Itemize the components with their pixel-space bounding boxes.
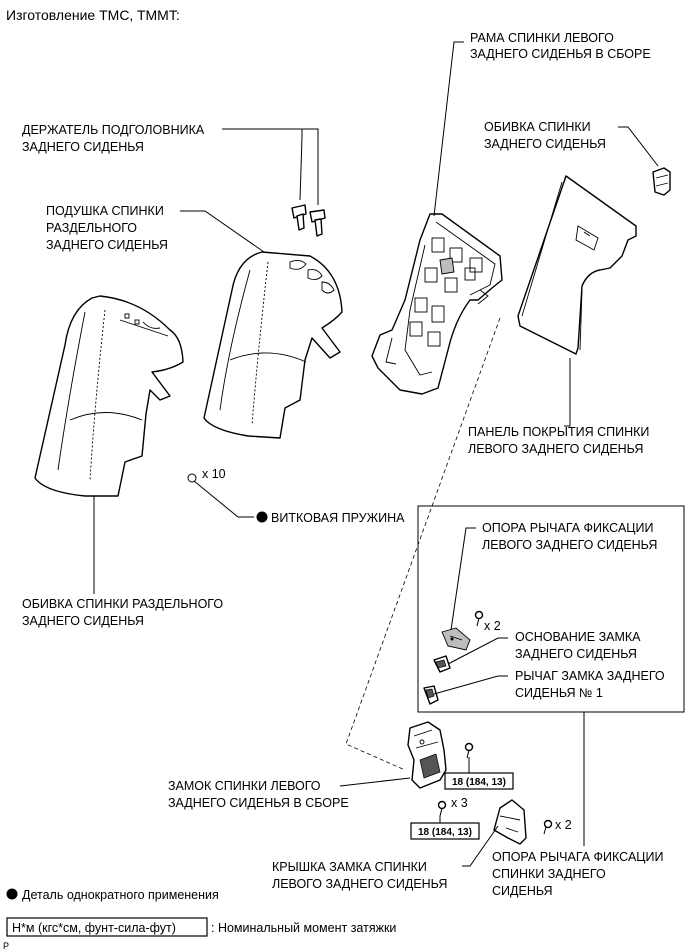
- legend: Деталь однократного применения Н*м (кгс*…: [6, 888, 396, 937]
- lock-lever-support-part: [441, 627, 471, 651]
- one-time-use-icon: [256, 511, 268, 523]
- svg-text:РЫЧАГ ЗАМКА ЗАДНЕГО: РЫЧАГ ЗАМКА ЗАДНЕГО: [515, 669, 665, 683]
- lock-bolt-upper-icon: [464, 742, 474, 759]
- seatback-cover-clip-part: [652, 167, 671, 196]
- label-spring: ВИТКОВАЯ ПРУЖИНА: [271, 511, 405, 525]
- label-spring-qty: x 10: [202, 467, 226, 481]
- svg-text:ОПОРА РЫЧАГА ФИКСАЦИИ: ОПОРА РЫЧАГА ФИКСАЦИИ: [482, 521, 654, 535]
- label-split-cover: ОБИВКА СПИНКИ РАЗДЕЛЬНОГО ЗАДНЕГО СИДЕНЬ…: [22, 597, 223, 628]
- svg-text:ОБИВКА СПИНКИ РАЗДЕЛЬНОГО: ОБИВКА СПИНКИ РАЗДЕЛЬНОГО: [22, 597, 223, 611]
- svg-text:СИДЕНЬЯ: СИДЕНЬЯ: [492, 884, 553, 898]
- label-lock-cover: КРЫШКА ЗАМКА СПИНКИ ЛЕВОГО ЗАДНЕГО СИДЕН…: [272, 860, 447, 891]
- label-frame: РАМА СПИНКИ ЛЕВОГО ЗАДНЕГО СИДЕНЬЯ В СБО…: [470, 31, 651, 61]
- corner-mark: P: [3, 941, 9, 951]
- svg-text:ЛЕВОГО ЗАДНЕГО СИДЕНЬЯ: ЛЕВОГО ЗАДНЕГО СИДЕНЬЯ: [482, 538, 657, 552]
- legend-torque-box: [6, 917, 208, 937]
- svg-text:РАЗДЕЛЬНОГО: РАЗДЕЛЬНОГО: [46, 221, 137, 235]
- label-back-cover: ОБИВКА СПИНКИ ЗАДНЕГО СИДЕНЬЯ: [484, 120, 606, 151]
- cover-bolt-icon: [543, 819, 553, 835]
- seatback-pad-part: [203, 251, 343, 439]
- svg-text:ПАНЕЛЬ ПОКРЫТИЯ СПИНКИ: ПАНЕЛЬ ПОКРЫТИЯ СПИНКИ: [468, 425, 649, 439]
- svg-text:ДЕРЖАТЕЛЬ ПОДГОЛОВНИКА: ДЕРЖАТЕЛЬ ПОДГОЛОВНИКА: [22, 123, 205, 137]
- alignment-line: [345, 317, 501, 771]
- label-cover-bolt-qty: x 2: [555, 818, 572, 832]
- svg-text:ЗАДНЕГО СИДЕНЬЯ: ЗАДНЕГО СИДЕНЬЯ: [46, 238, 168, 252]
- svg-text:ЛЕВОГО ЗАДНЕГО СИДЕНЬЯ: ЛЕВОГО ЗАДНЕГО СИДЕНЬЯ: [272, 877, 447, 891]
- svg-text:СИДЕНЬЯ № 1: СИДЕНЬЯ № 1: [515, 686, 603, 700]
- label-lock-assy: ЗАМОК СПИНКИ ЛЕВОГО ЗАДНЕГО СИДЕНЬЯ В СБ…: [168, 779, 349, 810]
- legend-one-time-icon: [6, 888, 18, 900]
- svg-text:РАМА СПИНКИ ЛЕВОГО: РАМА СПИНКИ ЛЕВОГО: [470, 31, 614, 45]
- support-bolt-icon: [474, 610, 484, 627]
- lock-lever-part: [423, 685, 439, 705]
- lock-cover-part: [493, 799, 527, 845]
- label-lock-bolt-qty: x 3: [451, 796, 468, 810]
- legend-one-time-text: Деталь однократного применения: [22, 888, 219, 902]
- svg-text:ЗАДНЕГО СИДЕНЬЯ: ЗАДНЕГО СИДЕНЬЯ: [484, 137, 606, 151]
- svg-text:ЗАДНЕГО СИДЕНЬЯ: ЗАДНЕГО СИДЕНЬЯ: [22, 140, 144, 154]
- torque-box-upper: [444, 772, 514, 790]
- seatback-frame-part: [371, 213, 503, 395]
- label-support-bolt-qty: x 2: [484, 619, 501, 633]
- label-lock-lever-support: ОПОРА РЫЧАГА ФИКСАЦИИ ЛЕВОГО ЗАДНЕГО СИД…: [482, 521, 657, 552]
- label-lock-base: ОСНОВАНИЕ ЗАМКА ЗАДНЕГО СИДЕНЬЯ: [515, 630, 641, 661]
- seatback-board-part: [517, 175, 637, 355]
- label-pad: ПОДУШКА СПИНКИ РАЗДЕЛЬНОГО ЗАДНЕГО СИДЕН…: [46, 204, 168, 252]
- split-seatback-cover-part: [34, 295, 184, 497]
- legend-torque-box-text: Н*м (кгс*см, фунт-сила-фут): [12, 921, 176, 935]
- lock-assembly-part: [407, 721, 447, 789]
- label-headrest-holder: ДЕРЖАТЕЛЬ ПОДГОЛОВНИКА ЗАДНЕГО СИДЕНЬЯ: [22, 123, 205, 154]
- legend-torque-text: : Номинальный момент затяжки: [211, 921, 396, 935]
- lock-bolt-lower-icon: [437, 800, 447, 817]
- svg-text:ЗАМОК СПИНКИ ЛЕВОГО: ЗАМОК СПИНКИ ЛЕВОГО: [168, 779, 321, 793]
- torque-upper-value: 18 (184, 13): [452, 777, 506, 788]
- svg-text:ПОДУШКА СПИНКИ: ПОДУШКА СПИНКИ: [46, 204, 164, 218]
- lock-base-part: [433, 655, 451, 673]
- svg-text:ЗАДНЕГО СИДЕНЬЯ В СБОРЕ: ЗАДНЕГО СИДЕНЬЯ В СБОРЕ: [168, 796, 349, 810]
- svg-text:ОБИВКА СПИНКИ: ОБИВКА СПИНКИ: [484, 120, 591, 134]
- svg-text:ЗАДНЕГО СИДЕНЬЯ: ЗАДНЕГО СИДЕНЬЯ: [515, 647, 637, 661]
- label-board: ПАНЕЛЬ ПОКРЫТИЯ СПИНКИ ЛЕВОГО ЗАДНЕГО СИ…: [468, 425, 649, 456]
- leader-lines: [93, 41, 659, 867]
- torque-lower-value: 18 (184, 13): [418, 827, 472, 838]
- svg-text:ЗАДНЕГО СИДЕНЬЯ: ЗАДНЕГО СИДЕНЬЯ: [22, 614, 144, 628]
- diagram-title: Изготовление TMC, TMMT:: [6, 7, 180, 23]
- svg-text:ЗАДНЕГО СИДЕНЬЯ В СБОРЕ: ЗАДНЕГО СИДЕНЬЯ В СБОРЕ: [470, 47, 651, 61]
- label-back-lever-support: ОПОРА РЫЧАГА ФИКСАЦИИ СПИНКИ ЗАДНЕГО СИД…: [492, 850, 664, 898]
- torque-box-lower: [410, 822, 480, 840]
- headrest-support-part: [291, 136, 326, 237]
- svg-text:ОПОРА РЫЧАГА ФИКСАЦИИ: ОПОРА РЫЧАГА ФИКСАЦИИ: [492, 850, 664, 864]
- svg-text:ЛЕВОГО ЗАДНЕГО СИДЕНЬЯ: ЛЕВОГО ЗАДНЕГО СИДЕНЬЯ: [468, 442, 643, 456]
- svg-text:КРЫШКА ЗАМКА СПИНКИ: КРЫШКА ЗАМКА СПИНКИ: [272, 860, 427, 874]
- label-lock-lever: РЫЧАГ ЗАМКА ЗАДНЕГО СИДЕНЬЯ № 1: [515, 669, 665, 700]
- svg-text:СПИНКИ ЗАДНЕГО: СПИНКИ ЗАДНЕГО: [492, 867, 606, 881]
- svg-text:ОСНОВАНИЕ ЗАМКА: ОСНОВАНИЕ ЗАМКА: [515, 630, 641, 644]
- detail-box: [417, 505, 685, 713]
- coil-spring-part: [187, 473, 254, 518]
